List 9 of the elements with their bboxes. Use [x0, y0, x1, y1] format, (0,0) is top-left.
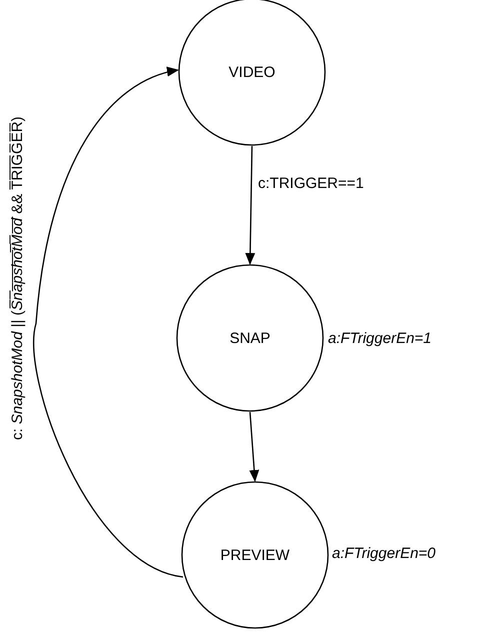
state-name: VIDEO	[228, 64, 276, 80]
arrow	[245, 146, 256, 265]
action-label: a:FTriggerEn=1	[328, 330, 432, 347]
arrow	[249, 412, 260, 482]
edge-label: c: SnapshotMod || (S̅n̅a̅p̅s̅h̅o̅t̅M̅o̅d̅ && T̅R̅I̅G̅G̅E̅R̅)	[9, 116, 26, 440]
state-name: PREVIEW	[220, 546, 290, 564]
state-name: SNAP	[230, 330, 270, 346]
arrow	[33, 68, 184, 578]
action-label: a:FTriggerEn=0	[332, 545, 436, 562]
